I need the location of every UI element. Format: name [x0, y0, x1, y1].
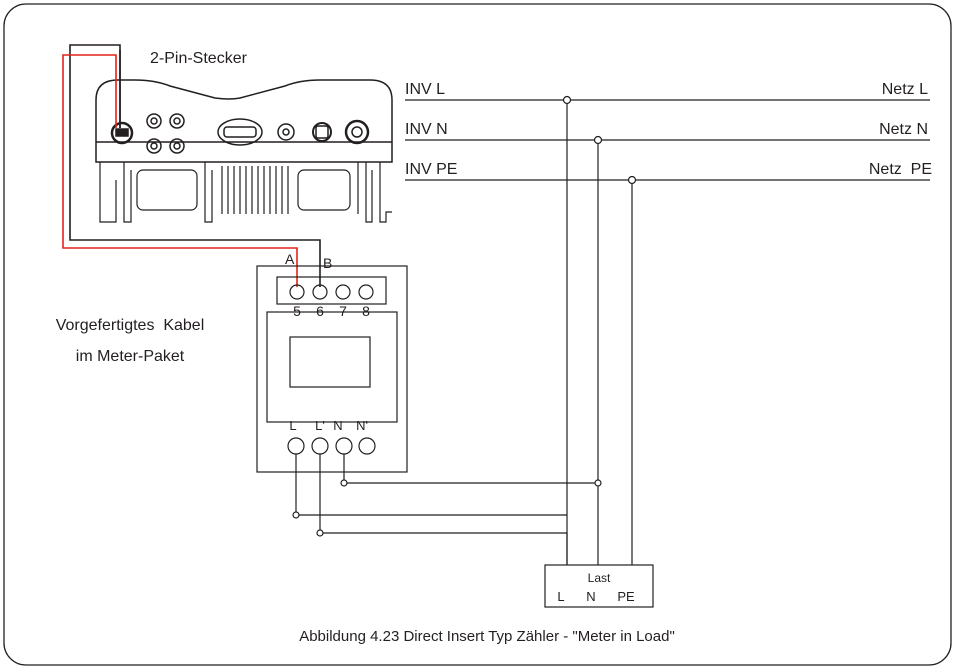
load-terminal-n: N — [586, 589, 595, 604]
meter-terminal-l — [287, 437, 305, 455]
meter-terminal-label-l-prime: L' — [315, 418, 325, 433]
figure-caption: Abbildung 4.23 Direct Insert Typ Zähler … — [299, 628, 675, 645]
wire-meter-l-prime — [319, 454, 568, 565]
meter-terminal-n-prime — [358, 437, 376, 455]
load-terminal-pe: PE — [617, 589, 635, 604]
label-grid-l: Netz L — [882, 81, 928, 98]
wire-meter-n — [343, 454, 598, 484]
meter-upper-panel — [266, 311, 398, 423]
cable-a — [62, 54, 298, 287]
diagram-frame — [3, 3, 952, 666]
connector-port-a — [110, 121, 134, 145]
load-terminal-l: L — [557, 589, 564, 604]
meter-pin-label-8: 8 — [362, 303, 370, 319]
connector-port — [169, 113, 185, 129]
label-inv-pe: INV PE — [405, 161, 457, 178]
ac-connector — [344, 119, 370, 145]
junction-meter-l — [292, 511, 300, 519]
junction-meter-l-prime — [316, 529, 324, 537]
meter-terminal-block — [276, 276, 387, 305]
connector-port — [146, 113, 162, 129]
connector-port — [146, 138, 162, 154]
label-inv-l: INV L — [405, 81, 445, 98]
meter-terminal-b-label: B — [323, 255, 332, 271]
junction-pe — [627, 175, 637, 185]
inverter-label: 2-Pin-Stecker — [150, 50, 248, 67]
cable-note-line1: Vorgefertigtes Kabel — [56, 317, 205, 334]
connector-port — [312, 122, 332, 142]
connector-port — [277, 123, 295, 141]
load-title: Last — [588, 571, 611, 585]
meter-terminal-l-prime — [311, 437, 329, 455]
junction-l — [562, 95, 572, 105]
label-inv-n: INV N — [405, 121, 448, 138]
meter-pin-8 — [358, 284, 374, 300]
wire-meter-l — [295, 454, 567, 516]
meter-pin-7 — [335, 284, 351, 300]
meter-terminal-label-n-prime: N' — [356, 418, 368, 433]
load-box — [544, 564, 654, 608]
heatsink-fins — [99, 162, 392, 223]
meter-pin-label-5: 5 — [293, 303, 301, 319]
meter-body — [256, 265, 408, 473]
junction-meter-n-line — [594, 479, 602, 487]
meter-pin-5 — [289, 284, 305, 300]
meter-terminal-a-label: A — [285, 251, 295, 267]
meter-pin-label-6: 6 — [316, 303, 324, 319]
cable-note-line2: im Meter-Paket — [76, 348, 185, 365]
meter-terminal-n — [335, 437, 353, 455]
junction-n — [593, 135, 603, 145]
meter-pin-label-7: 7 — [339, 303, 347, 319]
label-grid-n: Netz N — [879, 121, 928, 138]
label-grid-pe: Netz PE — [869, 161, 932, 178]
inverter — [95, 79, 393, 223]
junction-meter-n — [340, 479, 348, 487]
meter-terminal-label-l: L — [289, 418, 296, 433]
connector-port — [169, 138, 185, 154]
meter-pin-6 — [312, 284, 328, 300]
energy-meter — [256, 265, 408, 473]
meter-display — [289, 336, 371, 388]
inverter-body — [95, 79, 393, 163]
dc-switch — [217, 118, 263, 146]
meter-terminal-label-n: N — [333, 418, 342, 433]
